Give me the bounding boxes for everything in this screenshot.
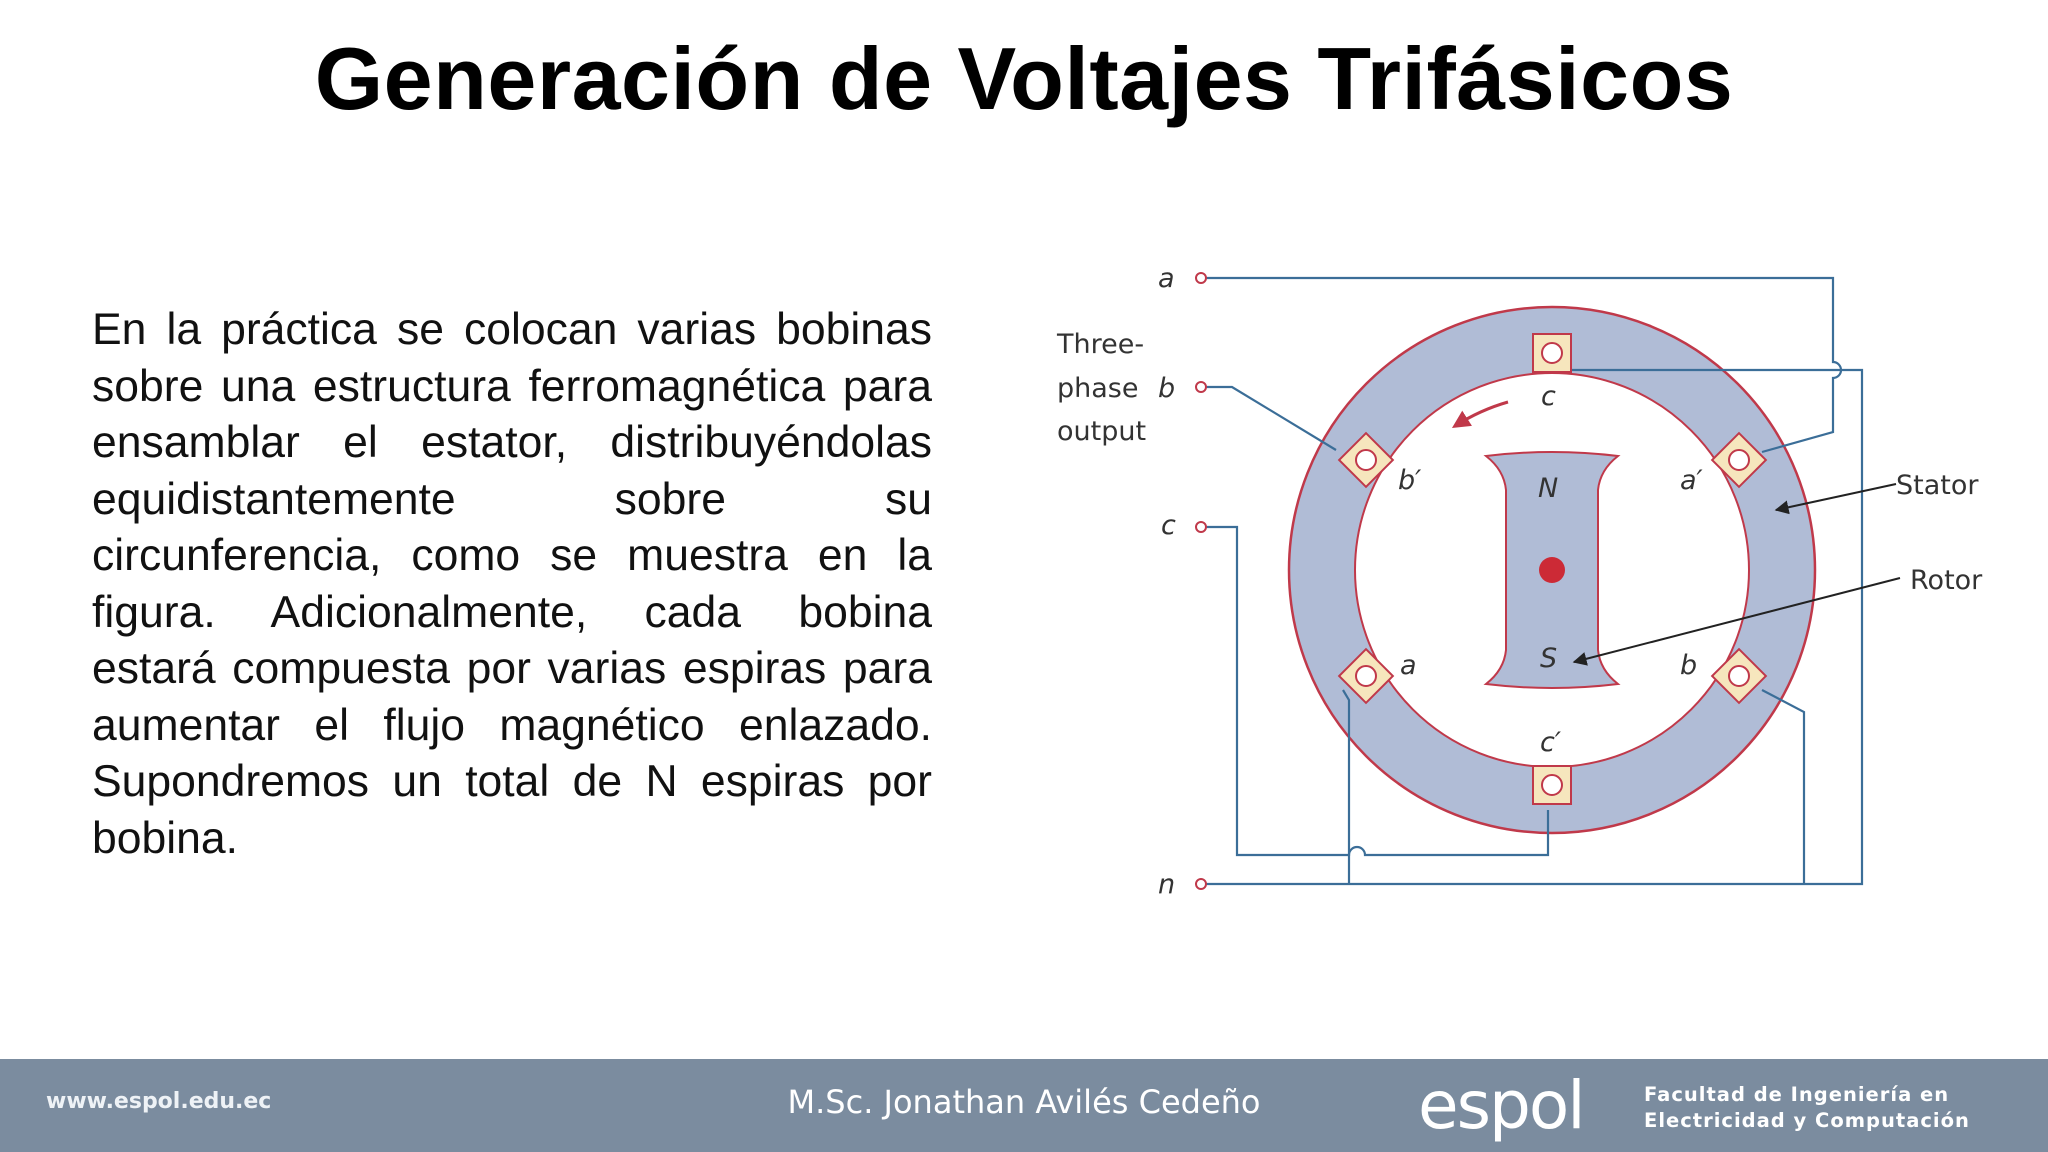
terminal-c-label: c <box>1161 510 1176 541</box>
output-label-line3: output <box>1057 416 1146 447</box>
pole-n-label: N <box>1538 473 1558 504</box>
pole-s-label: S <box>1540 643 1557 674</box>
rotor-shaft-dot <box>1539 557 1565 583</box>
coil-b-label: b <box>1680 650 1697 681</box>
faculty-line-2: Electricidad y Computación <box>1644 1109 1970 1132</box>
coil-c-prime-label: c′ <box>1540 727 1561 758</box>
faculty-line-1: Facultad de Ingeniería en <box>1644 1083 1950 1106</box>
slide-title: Generación de Voltajes Trifásicos <box>314 29 1734 128</box>
footer-website[interactable]: www.espol.edu.ec <box>46 1089 272 1114</box>
wire-b-return <box>1761 689 1806 884</box>
coil-b-prime-label: b′ <box>1398 465 1421 496</box>
stator-label: Stator <box>1896 470 1979 501</box>
stator-leader <box>1774 483 1897 515</box>
slot-c <box>1532 333 1572 373</box>
slot-b <box>1710 647 1768 705</box>
coil-a-label: a <box>1400 650 1417 681</box>
slot-a-prime <box>1710 431 1768 489</box>
terminal-a-dot <box>1195 272 1207 284</box>
three-phase-generator-diagram: a b c n Three- phase output Stator Rotor… <box>1056 263 1983 900</box>
footer-bar: www.espol.edu.ec M.Sc. Jonathan Avilés C… <box>0 1059 2048 1152</box>
rotor-leader <box>1572 577 1901 666</box>
terminal-c-dot <box>1195 521 1207 533</box>
coil-slots <box>1337 333 1768 805</box>
terminal-b-dot <box>1195 381 1207 393</box>
coil-c-label: c <box>1541 381 1556 412</box>
output-label-line1: Three- <box>1056 329 1144 360</box>
body-paragraph: En la práctica se colocan varias bobinas… <box>92 305 932 863</box>
faculty-name: Facultad de Ingeniería en Electricidad y… <box>1644 1082 1970 1134</box>
wire-a-return <box>1342 689 1351 884</box>
terminal-a-label: a <box>1158 263 1175 294</box>
rotor-label: Rotor <box>1910 565 1983 596</box>
terminal-b-label: b <box>1158 373 1175 404</box>
rotation-arrow <box>1451 400 1509 428</box>
footer-author: M.Sc. Jonathan Avilés Cedeño <box>787 1083 1261 1121</box>
terminal-n-label: n <box>1158 869 1175 900</box>
slot-c-prime <box>1532 765 1572 805</box>
slot-a <box>1337 647 1395 705</box>
terminal-n-dot <box>1195 878 1207 890</box>
slot-b-prime <box>1337 431 1395 489</box>
wire-b <box>1202 385 1337 451</box>
espol-logo: espol <box>1418 1067 1586 1144</box>
coil-a-prime-label: a′ <box>1680 465 1703 496</box>
output-label-line2: phase <box>1057 373 1138 404</box>
